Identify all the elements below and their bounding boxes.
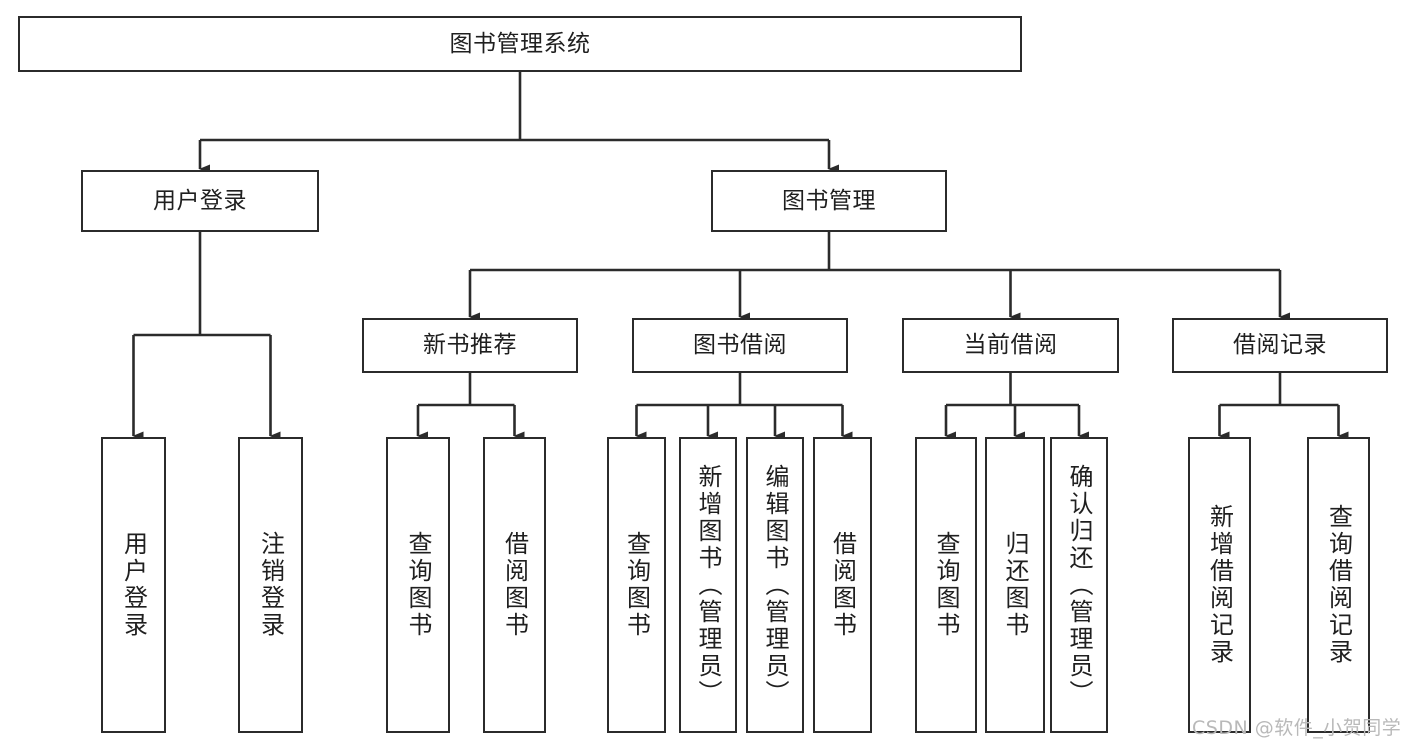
node-label: 编辑图书（管理员） [761, 463, 789, 707]
node-book-borrow[interactable]: 图书借阅 [632, 318, 848, 373]
node-borrow-record[interactable]: 借阅记录 [1172, 318, 1388, 373]
node-label: 用户登录 [153, 187, 247, 214]
node-user-login[interactable]: 用户登录 [81, 170, 319, 232]
node-label: 图书借阅 [693, 332, 787, 358]
node-label: 新增借阅记录 [1205, 504, 1234, 666]
node-label: 新书推荐 [423, 332, 517, 358]
node-leaf-logout[interactable]: 注销登录 [238, 437, 303, 733]
node-label: 图书管理系统 [449, 30, 591, 57]
node-leaf-borrow-book-1[interactable]: 借阅图书 [483, 437, 546, 733]
node-label: 查询图书 [932, 531, 960, 639]
node-leaf-query-book-2[interactable]: 查询图书 [607, 437, 666, 733]
node-label: 注销登录 [256, 531, 285, 639]
node-leaf-add-book[interactable]: 新增图书（管理员） [679, 437, 737, 733]
node-label: 用户登录 [119, 531, 148, 639]
node-label: 归还图书 [1001, 531, 1029, 639]
node-leaf-add-record[interactable]: 新增借阅记录 [1188, 437, 1251, 733]
node-label: 借阅图书 [828, 531, 857, 639]
node-leaf-edit-book[interactable]: 编辑图书（管理员） [746, 437, 804, 733]
node-root[interactable]: 图书管理系统 [18, 16, 1022, 72]
node-leaf-return-book[interactable]: 归还图书 [985, 437, 1045, 733]
node-leaf-confirm-return[interactable]: 确认归还（管理员） [1050, 437, 1108, 733]
node-label: 查询借阅记录 [1324, 504, 1353, 666]
node-book-manage[interactable]: 图书管理 [711, 170, 947, 232]
node-leaf-query-record[interactable]: 查询借阅记录 [1307, 437, 1370, 733]
node-label: 查询图书 [404, 531, 432, 639]
node-leaf-borrow-book-2[interactable]: 借阅图书 [813, 437, 872, 733]
node-label: 借阅图书 [500, 531, 529, 639]
node-leaf-query-book-1[interactable]: 查询图书 [386, 437, 450, 733]
node-label: 新增图书（管理员） [694, 463, 722, 707]
node-label: 查询图书 [622, 531, 651, 639]
node-leaf-user-login[interactable]: 用户登录 [101, 437, 166, 733]
node-current-borrow[interactable]: 当前借阅 [902, 318, 1119, 373]
node-label: 确认归还（管理员） [1065, 463, 1093, 707]
node-label: 图书管理 [782, 187, 876, 214]
node-label: 借阅记录 [1233, 332, 1327, 358]
node-new-book-rec[interactable]: 新书推荐 [362, 318, 578, 373]
node-leaf-query-book-3[interactable]: 查询图书 [915, 437, 977, 733]
node-label: 当前借阅 [963, 332, 1058, 358]
